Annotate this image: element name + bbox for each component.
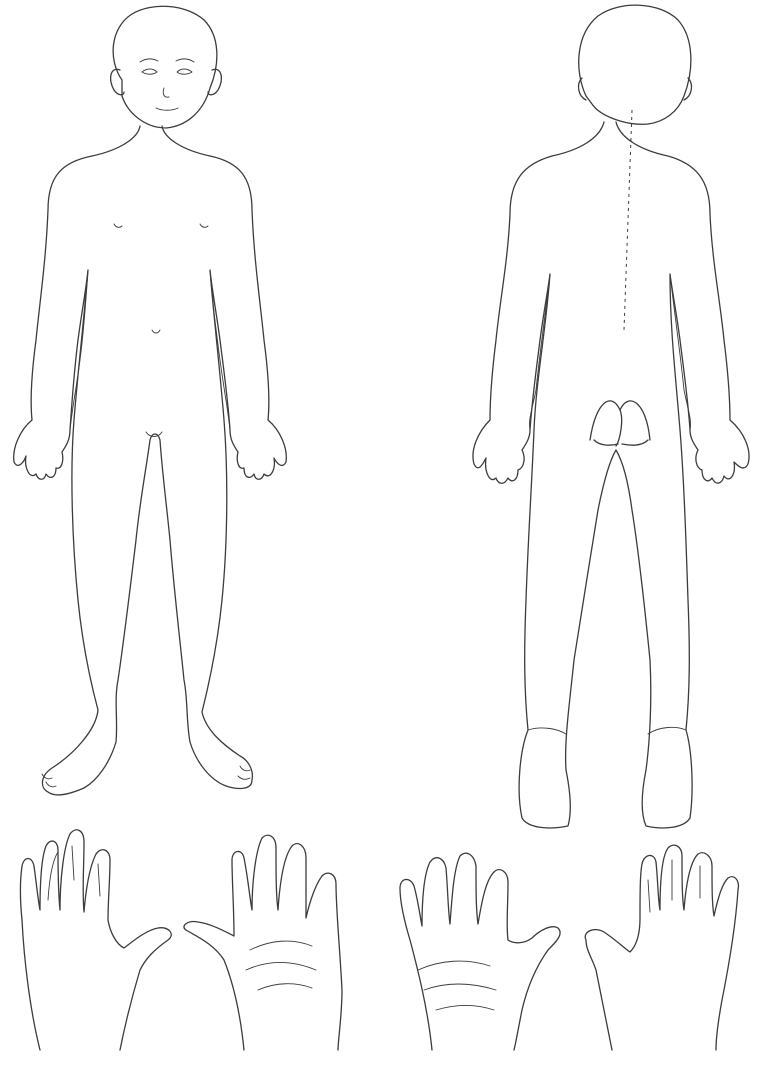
hand-palmar-left bbox=[184, 835, 342, 1050]
hand-dorsal-left bbox=[21, 830, 172, 1050]
hand-palmar-right bbox=[400, 853, 560, 1050]
hand-dorsal-right bbox=[585, 845, 738, 1050]
